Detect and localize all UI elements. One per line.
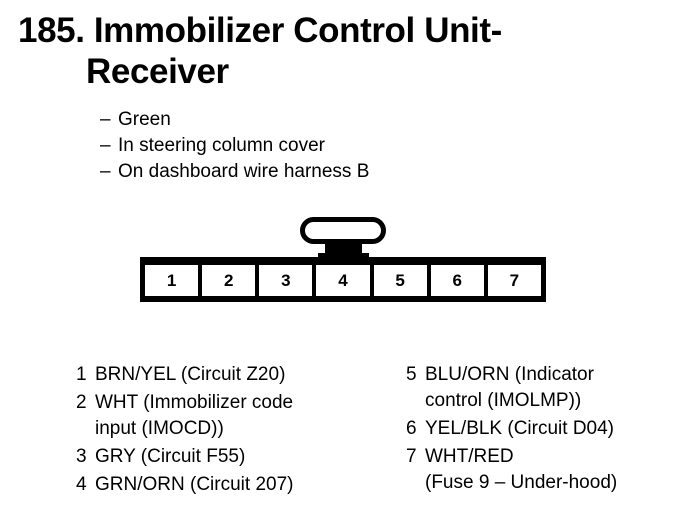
pin-legend: 1 BRN/YEL (Circuit Z20) 2 WHT (Immobiliz… [0, 362, 688, 512]
pin-legend-line: input (IMOCD)) [95, 418, 224, 439]
note-item: – On dashboard wire harness B [100, 159, 620, 185]
page-title-line-1: 185. Immobilizer Control Unit- [18, 11, 502, 50]
note-item: – Green [100, 107, 620, 133]
note-item-label: In steering column cover [118, 135, 325, 156]
pin-legend-column-left: 1 BRN/YEL (Circuit Z20) 2 WHT (Immobiliz… [76, 362, 376, 500]
pin-legend-number: 3 [76, 446, 87, 467]
connector-pin-4: 4 [316, 265, 370, 296]
pin-legend-row: 7 WHT/RED (Fuse 9 – Under-hood) [406, 444, 684, 496]
pin-legend-row: 6 YEL/BLK (Circuit D04) [406, 416, 684, 442]
note-item-label: On dashboard wire harness B [118, 161, 370, 182]
pin-legend-description: WHT (Immobilizer code input (IMOCD)) [95, 390, 376, 442]
note-item: – In steering column cover [100, 133, 620, 159]
component-notes-list: – Green – In steering column cover – On … [100, 107, 620, 185]
pin-legend-line: WHT/RED [425, 446, 514, 467]
pin-legend-row: 3 GRY (Circuit F55) [76, 444, 376, 470]
connector-pin-3: 3 [259, 265, 313, 296]
pin-legend-description: BRN/YEL (Circuit Z20) [95, 362, 376, 388]
pin-legend-line: YEL/BLK (Circuit D04) [425, 418, 615, 439]
page-title: 185. Immobilizer Control Unit- Receiver [18, 10, 658, 92]
pin-legend-line: GRN/ORN (Circuit 207) [95, 474, 294, 495]
pin-legend-line: BRN/YEL (Circuit Z20) [95, 364, 286, 385]
pin-legend-number: 4 [76, 474, 87, 495]
connector-shell: 1 2 3 4 5 6 7 [140, 257, 546, 302]
pin-legend-number: 7 [406, 446, 417, 467]
pin-legend-line: (Fuse 9 – Under-hood) [425, 472, 618, 493]
connector-pin-5: 5 [373, 265, 427, 296]
pin-legend-row: 1 BRN/YEL (Circuit Z20) [76, 362, 376, 388]
connector-diagram: 1 2 3 4 5 6 7 [140, 217, 546, 303]
connector-pin-2: 2 [202, 265, 256, 296]
pin-legend-column-right: 5 BLU/ORN (Indicator control (IMOLMP)) 6… [406, 362, 684, 498]
pin-legend-description: GRN/ORN (Circuit 207) [95, 472, 376, 498]
dash-marker-icon: – [100, 135, 111, 156]
dash-marker-icon: – [100, 161, 111, 182]
connector-pin-7: 7 [487, 265, 541, 296]
pin-legend-row: 4 GRN/ORN (Circuit 207) [76, 472, 376, 498]
page-title-line-2: Receiver [86, 52, 229, 91]
pin-legend-line: BLU/ORN (Indicator [425, 364, 594, 385]
pin-legend-number: 2 [76, 392, 87, 413]
connector-pin-1: 1 [145, 265, 199, 296]
pin-legend-description: BLU/ORN (Indicator control (IMOLMP)) [425, 362, 684, 414]
pin-legend-line: GRY (Circuit F55) [95, 446, 246, 467]
connector-locking-tab-icon [300, 217, 386, 244]
pin-legend-line: control (IMOLMP)) [425, 390, 582, 411]
dash-marker-icon: – [100, 109, 111, 130]
pin-legend-number: 5 [406, 364, 417, 385]
pin-legend-line: WHT (Immobilizer code [95, 392, 294, 413]
pin-legend-row: 5 BLU/ORN (Indicator control (IMOLMP)) [406, 362, 684, 414]
note-item-label: Green [118, 109, 171, 130]
pin-legend-description: WHT/RED (Fuse 9 – Under-hood) [425, 444, 684, 496]
pin-legend-number: 1 [76, 364, 87, 385]
pin-legend-description: YEL/BLK (Circuit D04) [425, 416, 684, 442]
pin-legend-row: 2 WHT (Immobilizer code input (IMOCD)) [76, 390, 376, 442]
pin-legend-description: GRY (Circuit F55) [95, 444, 376, 470]
connector-pin-6: 6 [430, 265, 484, 296]
pin-legend-number: 6 [406, 418, 417, 439]
